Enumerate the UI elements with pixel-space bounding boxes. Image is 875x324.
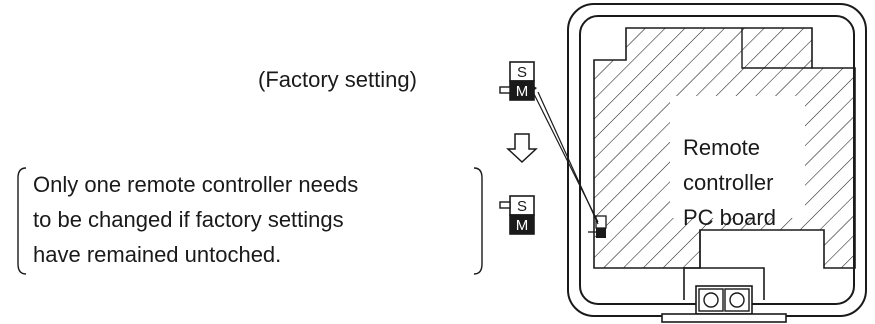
board-label-line-3: PC board <box>683 205 776 230</box>
switch-changed-setting: S M <box>499 195 535 235</box>
note-brackets <box>17 167 483 275</box>
switch-bottom-m-label: M <box>516 217 529 234</box>
board-label-line-1: Remote <box>683 135 761 160</box>
down-arrow-icon <box>506 133 538 164</box>
board-switch <box>588 215 607 238</box>
switch-bottom-s-label: S <box>517 198 527 215</box>
switch-top-m-label: M <box>516 83 529 100</box>
switch-top-s-label: S <box>517 64 527 81</box>
note-line-1: Only one remote controller needs <box>33 172 359 197</box>
note-line-2: to be changed if factory settings <box>33 207 344 232</box>
connector-block <box>661 267 787 323</box>
board-label-line-2: controller <box>683 170 774 195</box>
leader-arrow <box>529 84 599 225</box>
pc-board <box>593 27 856 269</box>
factory-setting-label: (Factory setting) <box>258 67 417 92</box>
note-line-3: have remained untoched. <box>33 242 282 267</box>
switch-factory-setting: S M <box>499 61 535 101</box>
